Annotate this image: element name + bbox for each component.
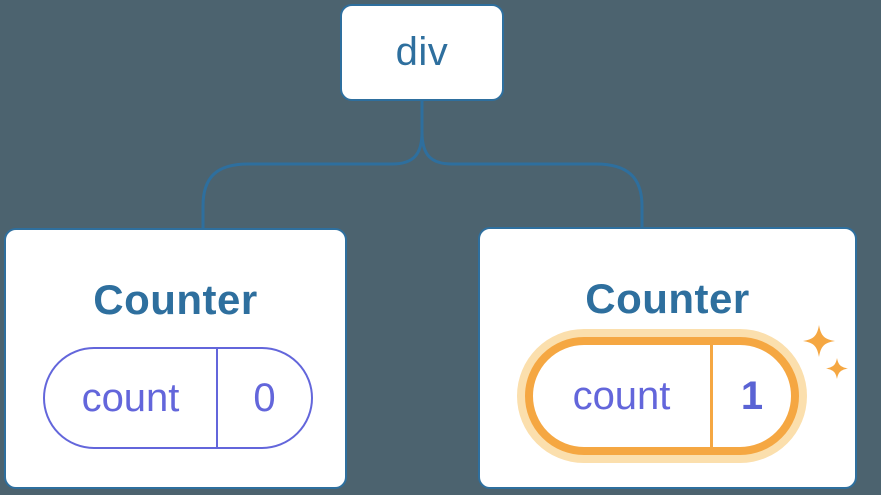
state-value: 0: [253, 375, 276, 420]
state-key-label: count: [572, 373, 671, 418]
counter-card-left: Counter count 0: [4, 228, 347, 489]
state-value-cell: 0: [218, 349, 311, 447]
component-title: Counter: [93, 276, 258, 323]
component-title: Counter: [585, 275, 750, 322]
state-key-cell: count: [533, 345, 710, 447]
state-pill: count 0: [43, 347, 313, 449]
state-pill-highlighted: count 1: [525, 337, 799, 455]
root-node-label: div: [395, 30, 449, 74]
state-key-cell: count: [45, 349, 216, 447]
state-value-cell: 1: [713, 345, 791, 447]
state-key-label: count: [81, 375, 180, 420]
pill-divider: [216, 349, 218, 447]
root-node: div: [340, 4, 504, 101]
counter-card-right: Counter count 1: [478, 227, 857, 489]
sparkles-icon: [803, 325, 848, 379]
pill-divider: [710, 345, 713, 447]
state-value: 1: [740, 373, 764, 418]
